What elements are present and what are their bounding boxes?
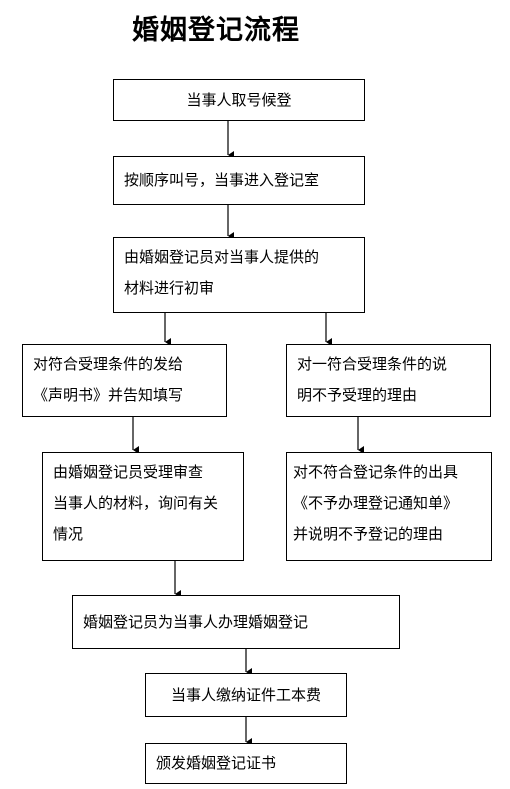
step-pay-fee: 当事人缴纳证件工本费: [145, 673, 347, 717]
step-text: 由婚姻登记员对当事人提供的: [124, 248, 320, 266]
step-take-number: 当事人取号候登: [113, 79, 365, 121]
step-issue-refusal-notice: 对不符合登记条件的出具 《不予办理登记通知单》 并说明不予登记的理由: [286, 452, 492, 561]
step-text: 由婚姻登记员受理审查: [53, 463, 204, 481]
step-text: 对不符合登记条件的出具: [293, 463, 459, 481]
step-text: 明不予受理的理由: [297, 386, 418, 404]
step-text: 并说明不予登记的理由: [293, 525, 444, 543]
page-title: 婚姻登记流程: [132, 15, 300, 46]
step-call-number: 按顺序叫号，当事进入登记室: [113, 156, 365, 205]
step-explain-rejection: 对一符合受理条件的说 明不予受理的理由: [286, 344, 491, 417]
step-text: 颁发婚姻登记证书: [156, 754, 277, 772]
step-examine-materials: 由婚姻登记员受理审查 当事人的材料，询问有关 情况: [42, 452, 244, 561]
step-issue-declaration: 对符合受理条件的发给 《声明书》并告知填写: [22, 344, 227, 417]
step-text: 对一符合受理条件的说: [297, 355, 448, 373]
step-text: 《声明书》并告知填写: [33, 386, 184, 404]
step-text: 《不予办理登记通知单》: [293, 494, 459, 512]
step-issue-certificate: 颁发婚姻登记证书: [145, 743, 347, 784]
step-text: 情况: [53, 525, 84, 543]
step-text: 按顺序叫号，当事进入登记室: [124, 171, 320, 189]
step-initial-review: 由婚姻登记员对当事人提供的 材料进行初审: [113, 237, 365, 313]
step-register-marriage: 婚姻登记员为当事人办理婚姻登记: [72, 595, 400, 649]
step-text: 婚姻登记员为当事人办理婚姻登记: [83, 612, 309, 631]
step-text: 当事人缴纳证件工本费: [170, 685, 321, 704]
step-text: 当事人取号候登: [186, 90, 292, 109]
step-text: 对符合受理条件的发给: [33, 355, 184, 373]
step-text: 材料进行初审: [124, 279, 215, 297]
step-text: 当事人的材料，询问有关: [53, 494, 219, 512]
